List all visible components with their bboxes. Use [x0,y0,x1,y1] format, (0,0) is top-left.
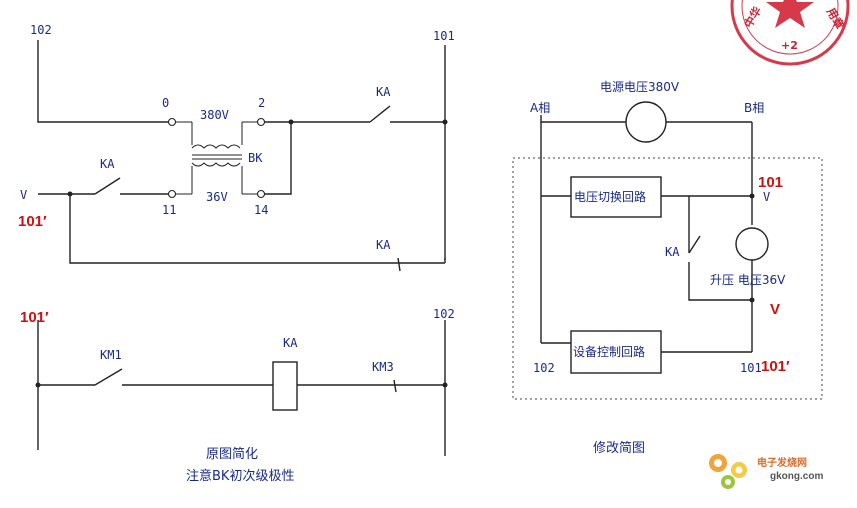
node-102-bottom: 102 [433,307,455,321]
node-102-top: 102 [30,23,52,37]
terminal-2-label: 2 [258,96,265,110]
caption-line-2: 注意BK初次级极性 [186,468,294,484]
junction-dot [749,297,755,303]
km1-contact-blade [94,368,123,386]
watermark-domain: gkong.com [770,471,823,482]
voltage-switch-label: 电压切换回路 [574,189,646,204]
stamp-seal: 中华 用章 +2 [730,0,850,66]
ka-coil-label: KA [283,336,298,350]
ka-contact-blade [688,235,701,254]
wire-102-to-primary [37,40,170,123]
watermark-logo: 电子发烧网 gkong.com [709,454,823,489]
watermark-brand: 电子发烧网 [757,456,807,469]
junction-dot [442,119,448,125]
device-control-label: 设备控制回路 [573,344,645,359]
ka-contact-mid-label: KA [100,157,115,171]
terminal-11-label: 11 [162,203,176,217]
wire-ka-to-v [688,262,752,301]
supply-voltage-label: 电源电压380V [600,80,680,94]
wire-101-prime-loop [69,194,375,264]
ka-contact-top-label: KA [376,85,391,99]
ka-contact-top-blade [369,105,391,123]
boost-meter [735,227,769,261]
voltage-36-label: 36V [206,190,228,204]
terminal-0 [167,117,177,127]
junction-dot [442,382,448,388]
junction-dot [35,382,41,388]
red-v-label: V [770,301,780,318]
terminal-0-label: 0 [162,96,169,110]
node-102-right: 102 [533,361,555,375]
caption-line-1: 原图简化 [206,446,258,462]
stamp-text-left: 中华 [741,4,764,30]
supply-meter [625,101,667,143]
node-101-top: 101 [433,29,455,43]
stamp-badge: +2 [781,39,798,52]
wire-phase-a [540,115,627,123]
device-control-box [570,330,662,374]
wire-terminal-14-to-2 [264,122,292,195]
red-101-prime-right: 101′ [761,358,790,375]
km3-label: KM3 [372,360,394,374]
km3-nc-mark [393,379,397,393]
boost-voltage-label: 升压 电压36V [710,273,786,287]
star-icon [766,0,814,28]
right-caption: 修改简图 [593,440,645,456]
ka-coil [272,361,298,411]
ka-label-right: KA [665,245,680,259]
phase-a-label: A相 [530,101,550,115]
terminal-11 [167,189,177,199]
voltage-switch-box [570,176,662,218]
ka-contact-bottom-nc-mark [397,257,401,272]
gear-icon [709,454,747,489]
voltage-380-label: 380V [200,108,229,122]
km1-label: KM1 [100,348,122,362]
left-diagram: 102 101 0 380V 2 BK 36V 11 14 KA KA KA V… [18,23,455,484]
terminal-2 [256,117,266,127]
terminal-14-label: 14 [254,203,268,217]
red-101-prime-label: 101′ [18,213,47,230]
node-101-right: 101 [740,361,762,375]
red-101-label: 101 [758,174,783,191]
ka-contact-mid-blade [94,177,121,195]
terminal-14 [256,189,266,199]
v-input-label: V [20,188,27,202]
phase-b-label: B相 [744,101,764,115]
right-diagram: 电源电压380V A相 B相 101 V 电压切换回路 KA 升压 电压36V … [512,80,823,456]
transformer-bk-label: BK [248,151,263,165]
v-label-right: V [763,190,770,204]
ka-contact-bottom-label: KA [376,238,391,252]
red-101-prime-label-2: 101′ [20,309,49,326]
